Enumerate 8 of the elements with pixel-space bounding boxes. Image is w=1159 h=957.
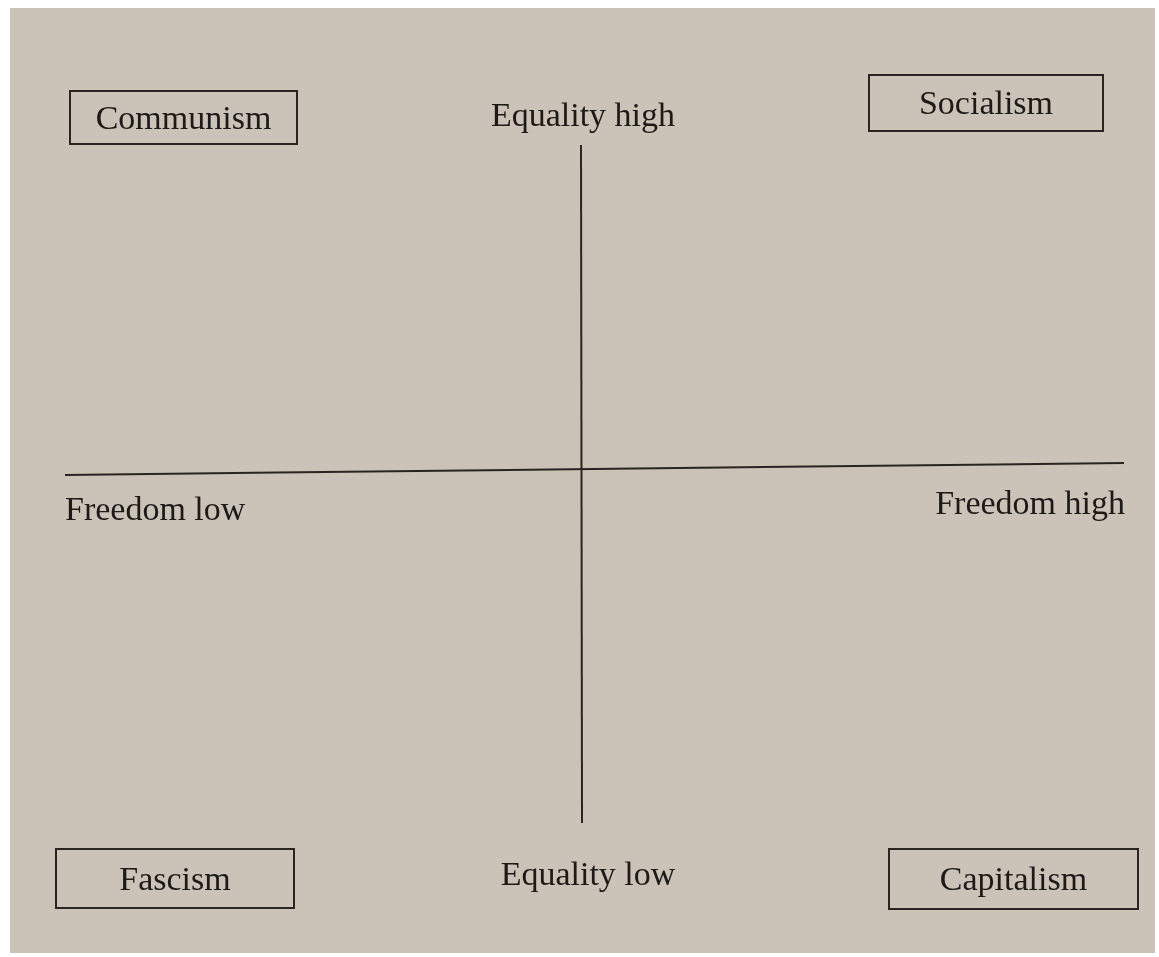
label-box: Communism (69, 90, 298, 145)
label-box: Capitalism (888, 848, 1139, 910)
axis-label: Equality high (490, 96, 676, 134)
axis-label: Freedom low (65, 490, 246, 528)
label-box: Fascism (55, 848, 295, 909)
axis-label: Equality low (500, 855, 676, 893)
label-box: Socialism (868, 74, 1104, 132)
axis-label: Freedom high (935, 484, 1125, 522)
